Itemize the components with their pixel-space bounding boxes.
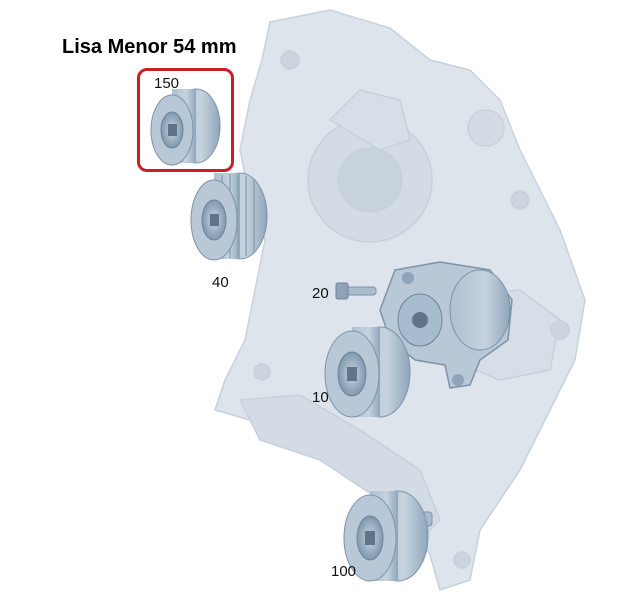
callout-150: 150 xyxy=(154,75,180,92)
grooved-pulley-40 xyxy=(190,172,268,261)
idler-pulley-150 xyxy=(150,88,221,166)
bolt-20 xyxy=(335,282,377,300)
highlight-box-150 xyxy=(137,68,234,172)
belt-tensioner-10 xyxy=(324,261,513,418)
idler-pulley-100 xyxy=(343,490,433,582)
callout-20: 20 xyxy=(312,285,329,302)
callout-40: 40 xyxy=(212,274,229,291)
diagram-title: Lisa Menor 54 mm xyxy=(62,36,237,58)
callout-100: 100 xyxy=(331,563,357,580)
callout-10: 10 xyxy=(312,389,329,406)
